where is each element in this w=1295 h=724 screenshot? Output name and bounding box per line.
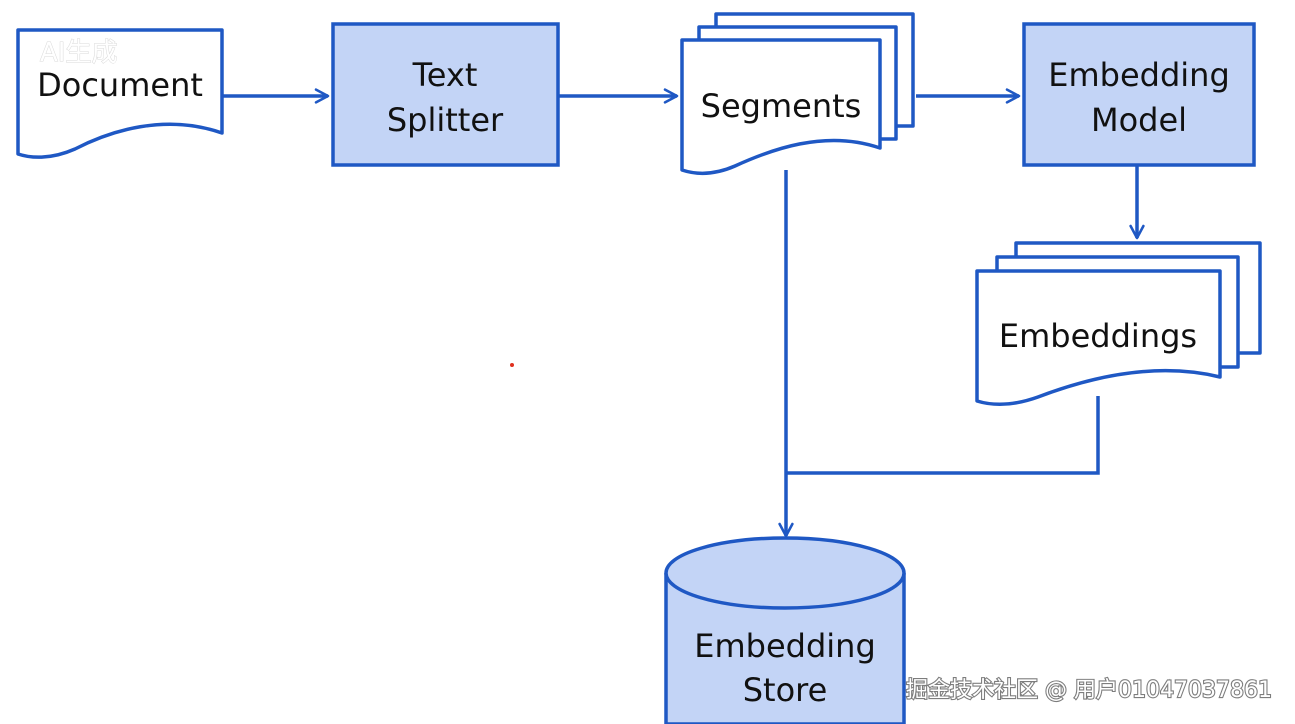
embedding-model-node: Embedding Model [1022, 22, 1256, 167]
embedding-store-label-line2: Store [743, 671, 828, 709]
embeddings-label: Embeddings [999, 317, 1197, 355]
segments-front-sheet [680, 38, 882, 175]
connectors [222, 88, 1145, 538]
embedding-model-label-line2: Model [1091, 101, 1187, 139]
marker-dot [510, 363, 514, 367]
embeddings-front-sheet [975, 269, 1222, 406]
document-shape [16, 28, 224, 159]
watermark: 掘金技术社区 @ 用户01047037861 [906, 678, 1272, 703]
embedding-model-box [1022, 22, 1256, 167]
segments-node: Segments [680, 12, 915, 175]
embeddings-node: Embeddings [975, 241, 1262, 406]
ai-generated-badge: AI生成 [40, 38, 117, 68]
document-node: Document AI生成 [16, 28, 224, 159]
embedding-store-top [664, 536, 906, 610]
embedding-store-body [664, 573, 906, 724]
text-splitter-label-line2: Splitter [387, 101, 504, 139]
document-label: Document [37, 66, 203, 104]
segments-label: Segments [701, 87, 862, 125]
embedding-model-label-line1: Embedding [1048, 56, 1230, 94]
embedding-store-label-line1: Embedding [694, 627, 876, 665]
embedding-store-node: Embedding Store [664, 536, 906, 724]
text-splitter-node: Text Splitter [331, 22, 560, 167]
text-splitter-box [331, 22, 560, 167]
text-splitter-label-line1: Text [412, 56, 478, 94]
line-embeddings-to-junction [786, 396, 1100, 475]
